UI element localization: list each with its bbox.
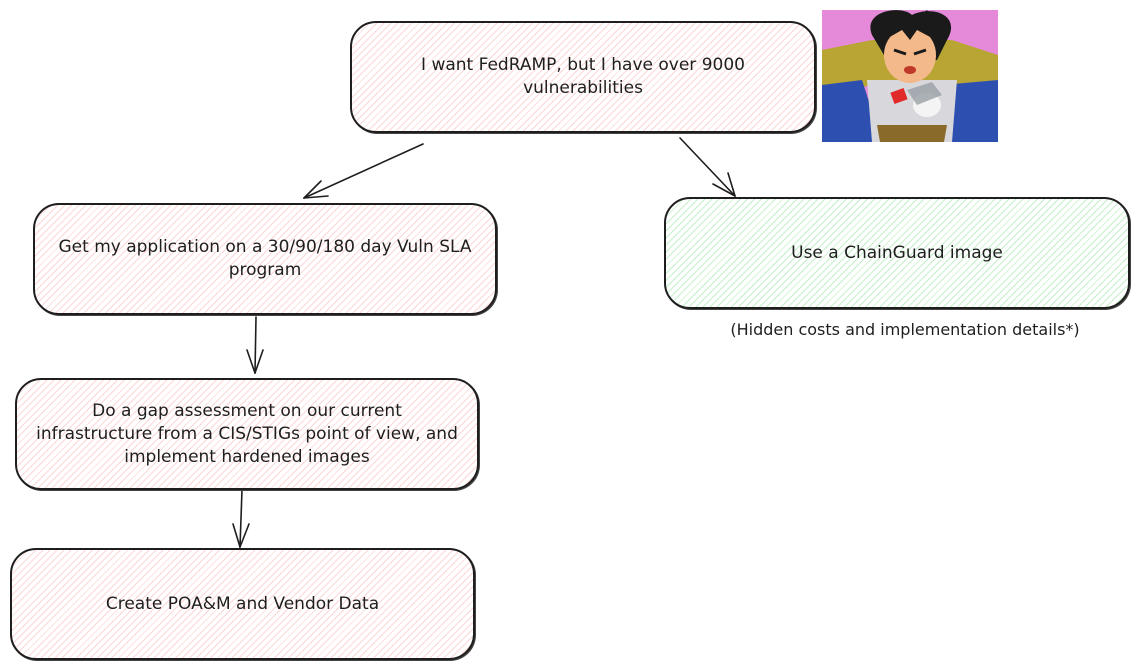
arrow-sla-to-gap	[246, 316, 264, 374]
node-label: Do a gap assessment on our current infra…	[36, 400, 458, 467]
arrow-gap-to-poam	[232, 489, 250, 548]
arrow-start-to-sla	[303, 143, 424, 199]
node-label: Use a ChainGuard image	[791, 242, 1003, 263]
hidden-costs-note: (Hidden costs and implementation details…	[730, 320, 1080, 339]
node-chainguard-image[interactable]: Use a ChainGuard image	[664, 197, 1130, 309]
arrow-start-to-chainguard	[679, 137, 736, 197]
node-poam-vendor-data[interactable]: Create POA&M and Vendor Data	[10, 548, 475, 660]
meme-illustration	[822, 10, 998, 142]
node-fedramp-goal[interactable]: I want FedRAMP, but I have over 9000 vul…	[350, 21, 816, 133]
node-label: Create POA&M and Vendor Data	[105, 593, 380, 614]
node-label: Get my application on a 30/90/180 day Vu…	[58, 237, 472, 280]
node-gap-assessment[interactable]: Do a gap assessment on our current infra…	[15, 378, 479, 490]
node-label: I want FedRAMP, but I have over 9000 vul…	[421, 55, 745, 98]
node-vuln-sla-program[interactable]: Get my application on a 30/90/180 day Vu…	[33, 203, 497, 315]
over-9000-meme-image[interactable]	[822, 10, 998, 142]
